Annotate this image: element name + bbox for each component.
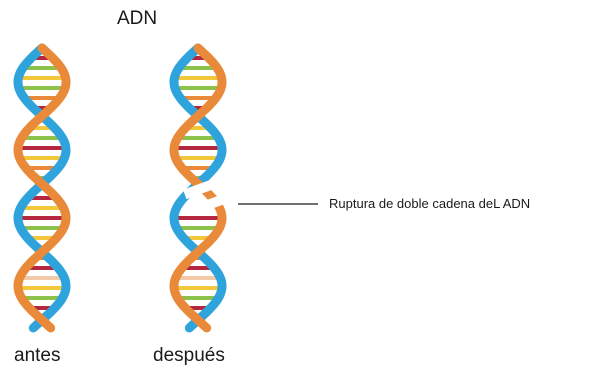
orange-strand	[13, 43, 71, 333]
blue-strand	[13, 43, 71, 333]
diagram-title: ADN	[117, 8, 158, 29]
label-after: después	[153, 345, 225, 366]
break-annotation: Ruptura de doble cadena deL ADN	[329, 196, 531, 211]
strand-break	[183, 180, 211, 200]
label-before: antes	[14, 345, 61, 366]
strand-break	[199, 193, 227, 213]
dna-helix-before	[13, 43, 71, 333]
dna-helix-after	[169, 43, 227, 333]
